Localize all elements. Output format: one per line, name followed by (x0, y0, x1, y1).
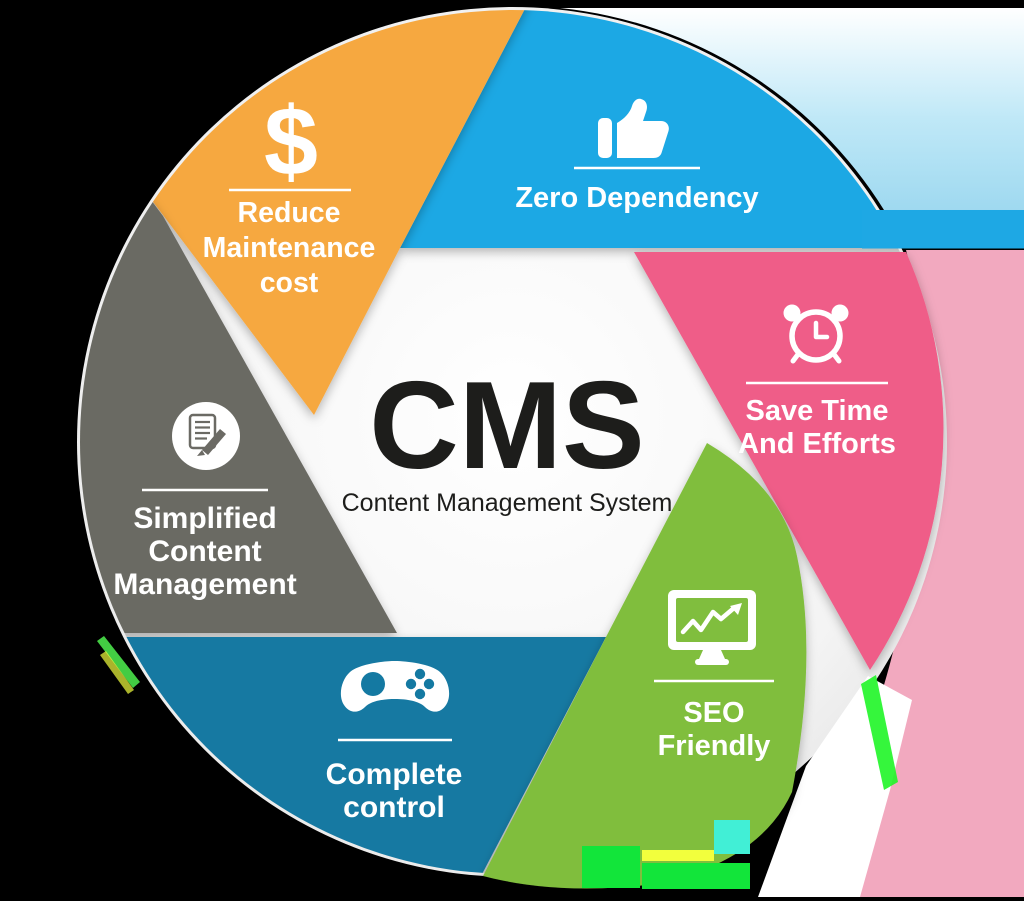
edge-artifact-green-strip (861, 675, 898, 790)
segment-zero-dependency: Zero Dependency (515, 98, 759, 214)
alarm-clock-icon (783, 304, 849, 364)
document-pencil-icon (172, 402, 240, 470)
segment-label-line: control (343, 791, 445, 824)
thumbs-up-icon (598, 98, 669, 158)
segment-reduce-maintenance-cost: $ Reduce Maintenance cost (203, 87, 376, 299)
segment-label-line: cost (260, 267, 319, 299)
segment-label-line: Save Time (746, 395, 889, 427)
segment-label-line: And Efforts (738, 428, 896, 460)
segment-label-line: Reduce (238, 197, 341, 229)
segment-seo-friendly-shape (483, 443, 807, 889)
segment-save-time-and-efforts-shape (634, 252, 944, 670)
segment-complete-control: Complete control (326, 661, 463, 824)
segment-label-line: Management (113, 568, 296, 601)
monitor-graph-icon (668, 590, 756, 665)
segment-label-line: Zero Dependency (515, 182, 758, 214)
segment-label-line: SEO (683, 697, 744, 729)
segment-label-line: Simplified (133, 502, 276, 535)
page-title: CMS (369, 357, 645, 495)
dollar-icon: $ (264, 87, 318, 196)
segment-simplified-content-management: Simplified Content Management (113, 402, 297, 601)
segment-label-line: Content (148, 535, 261, 568)
segment-label-line: Maintenance (203, 232, 376, 264)
page-subtitle: Content Management System (342, 489, 673, 517)
segment-label-line: Friendly (658, 730, 771, 762)
segment-label-line: Complete (326, 758, 463, 791)
segment-seo-friendly: SEO Friendly (654, 590, 774, 762)
segment-zero-dependency-band (862, 210, 1024, 249)
edge-artifacts (97, 636, 750, 889)
pale-pink-halo (798, 250, 1024, 897)
pale-blue-halo (560, 8, 1024, 210)
segment-save-time-and-efforts: Save Time And Efforts (738, 304, 896, 460)
gamepad-icon (340, 661, 450, 712)
center-block: CMS Content Management System (342, 357, 673, 517)
